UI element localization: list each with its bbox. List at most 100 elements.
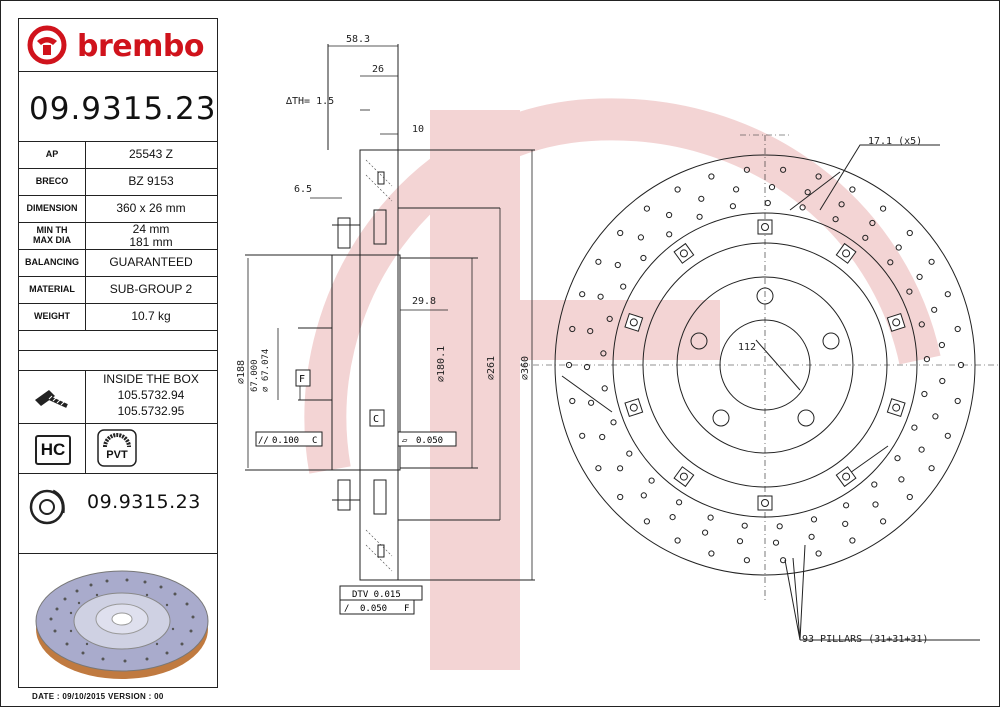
dim-width-total: 58.3 (346, 34, 370, 45)
drill-hole (637, 234, 645, 241)
drill-hole (772, 539, 780, 546)
drill-hole (869, 219, 876, 227)
drill-hole (669, 514, 676, 521)
drill-hole (674, 537, 681, 544)
drill-hole (626, 450, 633, 457)
dim-6-5: 6.5 (294, 184, 312, 195)
drill-hole (588, 399, 595, 406)
drill-hole (895, 244, 902, 251)
spec-row-ap: AP 25543 Z (19, 141, 217, 169)
dim-th: ∆TH= 1.5 (285, 96, 334, 107)
drill-hole (736, 538, 744, 545)
hat-bolt (624, 312, 644, 332)
hc-cell: HC (19, 423, 86, 473)
drill-hole (579, 291, 586, 298)
part-number-bottom: 09.9315.23 (87, 491, 201, 513)
tol-runout: 0.050 (360, 604, 387, 614)
drill-hole (939, 377, 946, 385)
drill-hole (698, 195, 705, 202)
certification-row: HC PVT (19, 423, 217, 474)
drill-hole (954, 397, 961, 405)
brand-name: brembo (77, 29, 204, 64)
pvt-label: PVT (106, 449, 128, 461)
dim-dia261: ∅261 (486, 356, 497, 380)
drill-hole (780, 166, 787, 173)
drill-hole (880, 518, 887, 525)
dim-dia360: ∅360 (520, 356, 531, 380)
drill-hole (764, 199, 771, 207)
drill-hole (597, 293, 604, 300)
drill-hole (880, 205, 887, 212)
dim-dia188: ∅188 (236, 360, 247, 384)
blank-row (19, 330, 217, 351)
spec-key: MATERIAL (19, 276, 86, 303)
datum-c: C (373, 414, 379, 425)
drill-hole (944, 432, 951, 439)
drill-hole (810, 516, 818, 523)
dim-10: 10 (412, 124, 424, 135)
drill-hole (815, 173, 822, 180)
drill-hole (614, 261, 621, 269)
drill-hole (776, 523, 783, 530)
dim-dia67: ∅ 67.07467.000 (250, 349, 271, 392)
drill-hole (862, 234, 869, 241)
dim-pillars: 93 PILLARS (31+31+31) (802, 634, 928, 645)
drill-hole (842, 520, 849, 528)
drill-hole (702, 529, 709, 536)
dim-holes: 17.1 (x5) (868, 136, 922, 147)
drill-hole (944, 291, 951, 298)
spec-key: BRECO (19, 168, 86, 195)
drill-hole (648, 477, 655, 484)
spec-value: SUB-GROUP 2 (109, 282, 193, 297)
drill-hole (595, 465, 602, 472)
drill-hole (617, 493, 624, 501)
drill-hole (579, 432, 586, 439)
footer-date: DATE : 09/10/2015 VERSION : 00 (32, 692, 164, 701)
drill-hole (898, 476, 905, 483)
drill-hole (849, 537, 856, 544)
drill-hole (741, 522, 748, 529)
spec-row-weight: WEIGHT 10.7 kg (19, 303, 217, 331)
spec-value: 10.7 kg (131, 309, 171, 324)
drill-hole (620, 283, 627, 290)
drill-hole (911, 424, 918, 431)
drill-hole (906, 493, 913, 501)
spec-row-breco: BRECO BZ 9153 (19, 168, 217, 196)
drill-hole (906, 288, 913, 295)
drill-hole (921, 390, 928, 398)
svg-text:▱: ▱ (402, 436, 408, 446)
part-number-text: 09.9315.23 (29, 91, 217, 127)
hat-bolt (835, 242, 857, 264)
hat-bolt (624, 398, 644, 418)
drill-hole (906, 229, 913, 237)
tol-parallel-ref: C (312, 436, 317, 446)
drill-hole (928, 258, 935, 265)
drill-hole (674, 186, 681, 193)
spec-key: DIMENSION (19, 195, 86, 222)
drill-hole (708, 173, 715, 180)
disc-icon-cell (19, 473, 85, 553)
spec-key: MIN TH MAX DIA (19, 222, 86, 249)
drill-hole (640, 492, 647, 499)
spec-row-material: MATERIAL SUB-GROUP 2 (19, 276, 217, 304)
drill-hole (643, 518, 651, 525)
spec-key: AP (19, 141, 86, 168)
drill-hole (815, 550, 822, 557)
hat-bolt (886, 312, 906, 332)
drill-hole (804, 189, 811, 196)
drill-hole (928, 465, 935, 472)
drill-hole (640, 254, 647, 262)
info-panel: brembo 09.9315.23 AP 25543 Z BRECO BZ 91… (18, 18, 218, 688)
blank-row (19, 350, 217, 371)
drill-hole (768, 184, 776, 191)
drill-hole (923, 356, 931, 363)
drill-hole (916, 273, 923, 280)
drill-hole (696, 213, 703, 220)
spec-key: WEIGHT (19, 303, 86, 330)
drill-hole (808, 533, 815, 540)
drill-hole (707, 514, 714, 521)
svg-text://: // (258, 436, 269, 446)
spec-key: BALANCING (19, 249, 86, 276)
